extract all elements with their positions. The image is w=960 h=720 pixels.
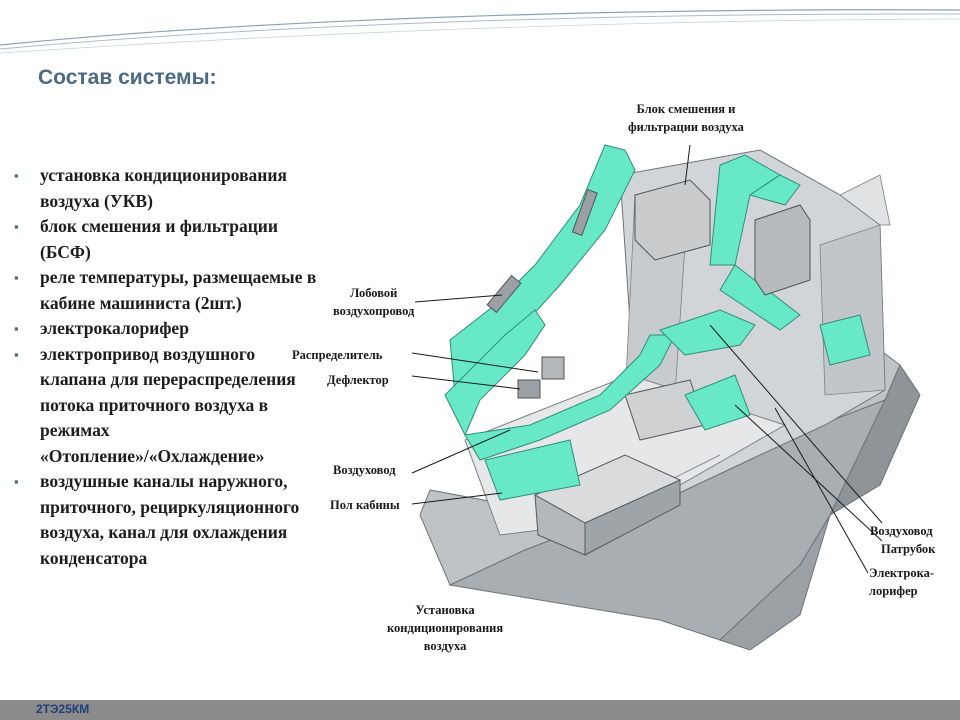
slide-title: Состав системы: (38, 66, 217, 89)
list-item: ▪электропривод воздушного клапана для пе… (14, 343, 296, 466)
leader-lines (411, 144, 883, 574)
bullet-icon: ▪ (14, 474, 19, 489)
label-electric-heater: Электрока- лорифер (869, 566, 934, 598)
bullet-icon: ▪ (14, 168, 19, 183)
label-air-duct-right: Воздуховод (870, 524, 933, 538)
bullet-icon: ▪ (14, 270, 19, 285)
list-item: ▪воздушные каналы наружного, приточного,… (14, 471, 300, 568)
list-item: ▪установка кондиционирования воздуха (УК… (14, 165, 287, 211)
mixing-filter-blocks (634, 179, 811, 296)
bullet-icon: ▪ (14, 219, 19, 234)
vent-grilles (486, 188, 598, 399)
air-conditioning-unit (533, 379, 706, 556)
list-item: ▪блок смешения и фильтрации (БСФ) (14, 216, 278, 262)
cab-ventilation-diagram (411, 144, 921, 651)
label-distributor: Распределитель (292, 348, 383, 362)
label-branch-pipe: Патрубок (881, 542, 936, 556)
list-item: ▪электрокалорифер (14, 316, 324, 342)
bullet-icon: ▪ (14, 321, 19, 336)
footer-bar: 2ТЭ25КМ (0, 700, 960, 720)
label-air-duct-left: Воздуховод (333, 463, 396, 477)
footer-model: 2ТЭ25КМ (36, 702, 90, 716)
component-list: ▪установка кондиционирования воздуха (УК… (14, 163, 324, 571)
list-item: ▪реле температуры, размещаемые в кабине … (14, 267, 317, 313)
label-cab-floor: Пол кабины (330, 498, 400, 512)
label-bsf: Блок смешения и фильтрации воздуха (628, 102, 744, 134)
bullet-icon: ▪ (14, 346, 19, 362)
label-deflector: Дефлектор (327, 373, 389, 387)
label-windshield-duct: Лобовой воздухопровод (333, 286, 415, 318)
header-decoration (0, 9, 960, 54)
label-ac-unit: Установка кондиционирования воздуха (387, 603, 504, 653)
